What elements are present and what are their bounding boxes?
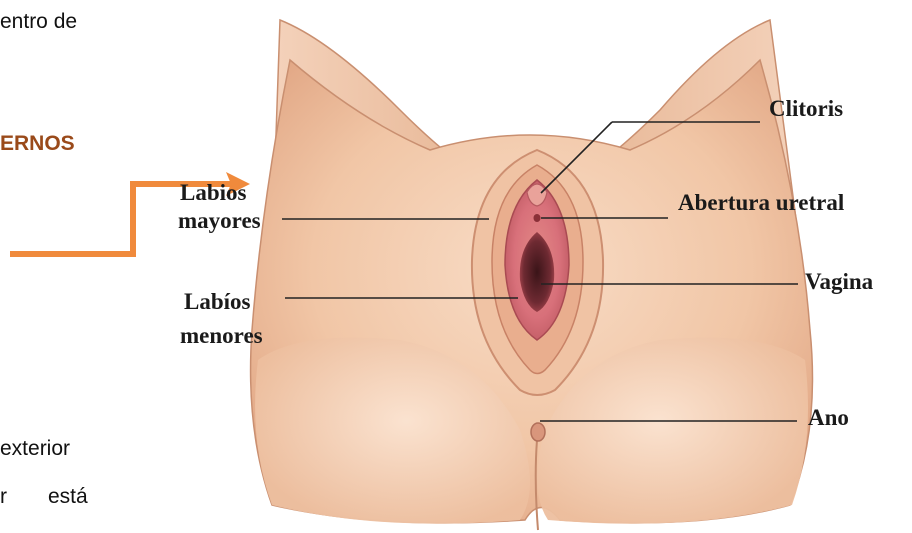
urethral-opening-shape bbox=[534, 214, 541, 222]
label-abertura-uretral: Abertura uretral bbox=[678, 190, 844, 215]
label-labios-mayores-line2: mayores bbox=[178, 208, 261, 233]
label-labios-menores-line2: menores bbox=[180, 323, 263, 348]
label-vagina: Vagina bbox=[805, 269, 873, 294]
anus-shape bbox=[531, 423, 545, 441]
label-clitoris: Clitoris bbox=[769, 96, 843, 121]
label-labios-mayores-line1: Labios bbox=[180, 180, 246, 205]
label-labios-menores-line1: Labíos bbox=[184, 289, 250, 314]
label-ano: Ano bbox=[808, 405, 849, 430]
